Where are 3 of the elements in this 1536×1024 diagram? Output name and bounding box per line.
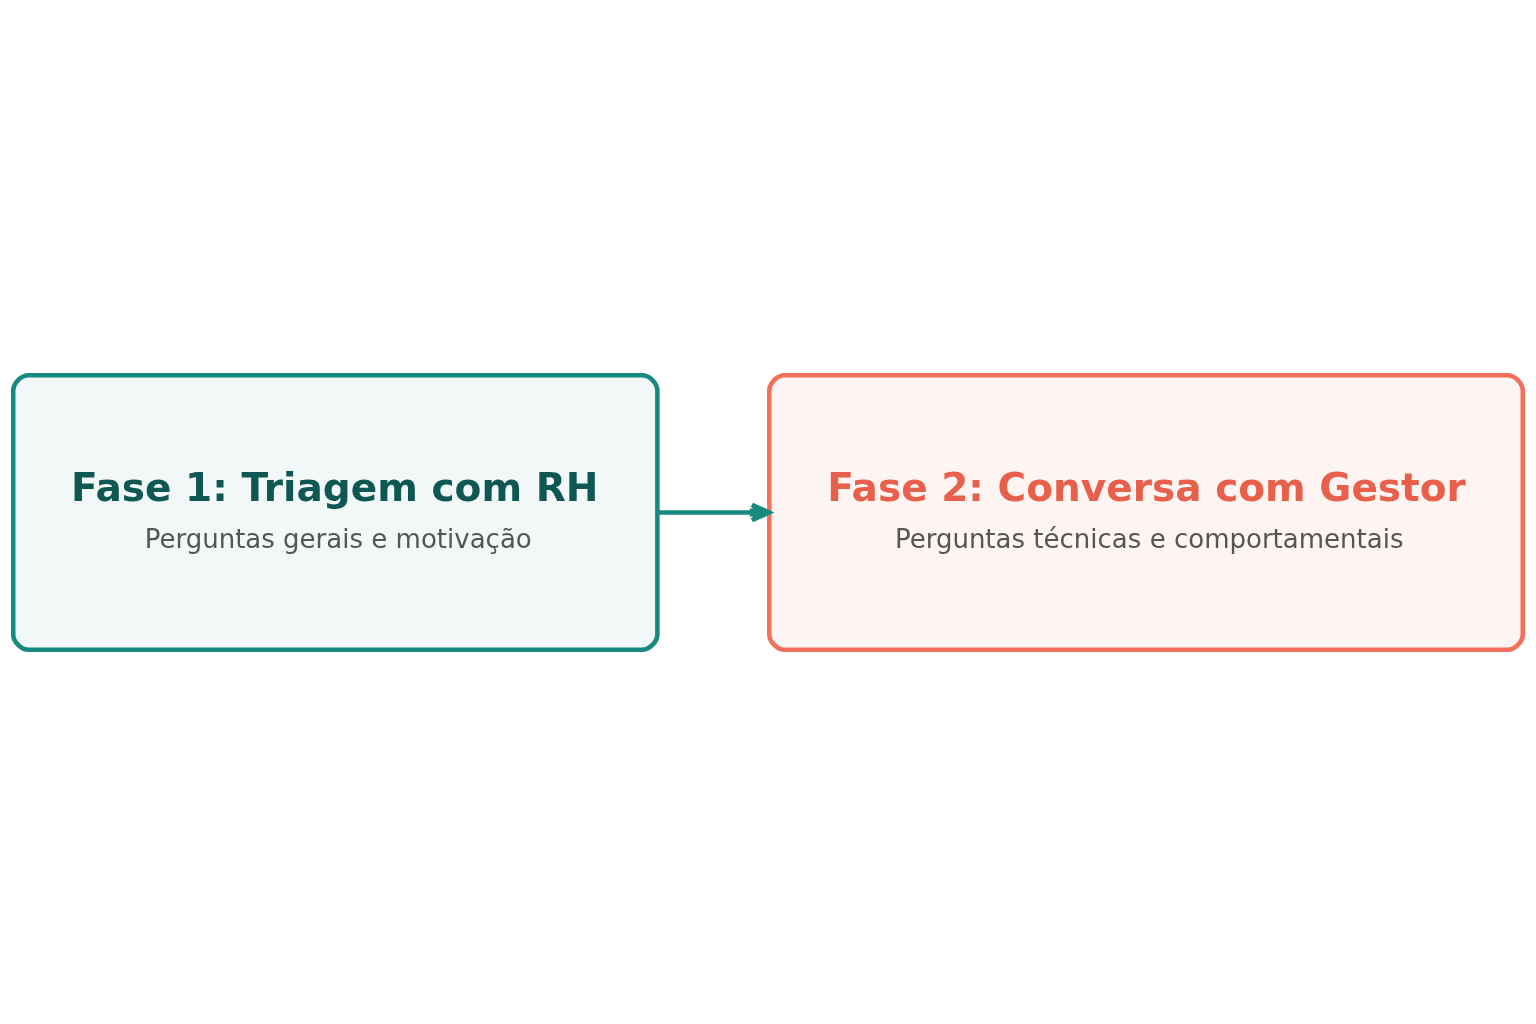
node-box: Fase 2: Conversa com Gestor Perguntas técnicas e comportamentais xyxy=(767,372,1526,652)
node-box: Fase 1: Triagem com RH Perguntas gerais e motivação xyxy=(10,372,660,652)
arrow xyxy=(657,502,772,522)
